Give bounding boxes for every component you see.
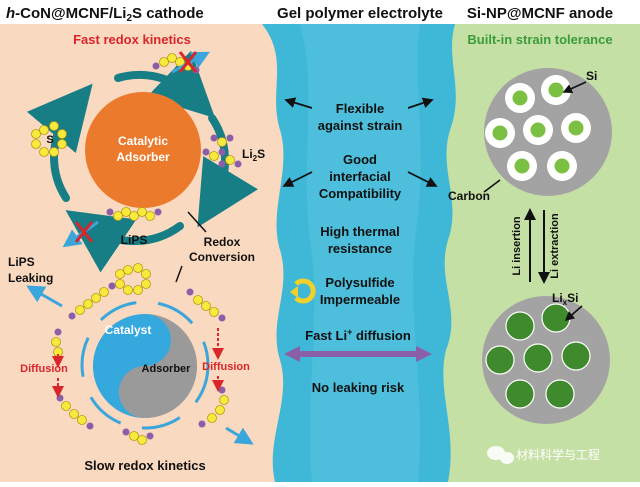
electrolyte-header: Gel polymer electrolyte [277, 5, 443, 22]
electrolyte-highlight [300, 24, 421, 482]
chain-upper-left [68, 282, 116, 320]
lixsi-pointer [564, 305, 583, 322]
li-extraction-label: Li extraction [549, 213, 561, 279]
good-line3: Compatibility [319, 186, 402, 201]
diffusion-left-label: Diffusion [20, 363, 68, 375]
li2s-label: Li2S [242, 147, 265, 163]
polysulfide-block-icon [294, 278, 316, 304]
polysulfide-block-arrowhead [290, 286, 298, 298]
diffusion-right-label: Diffusion [202, 361, 250, 373]
si-pointer [562, 81, 587, 94]
lips-label: LiPS [121, 233, 148, 247]
flexible-line1: Flexible [336, 101, 384, 116]
leak-arrow-bottom [225, 426, 254, 445]
redox-label: Redox [204, 235, 241, 249]
adsorber-label: Adsorber [116, 150, 170, 164]
chain-left [51, 328, 63, 357]
chain-bottom [122, 428, 154, 445]
good-line2: interfacial [329, 169, 390, 184]
thermal-line2: resistance [328, 241, 392, 256]
blocked-leak-top [171, 51, 210, 74]
poly-line2: Impermeable [320, 292, 400, 307]
sulfur-ring-s8 [31, 121, 67, 157]
lips-leaking-label-1: LiPS [8, 255, 35, 269]
watermark-icon [487, 446, 514, 464]
lithiated-cross-section [482, 296, 610, 424]
redox-pointer-2 [175, 265, 183, 283]
catalytic-adsorber [85, 92, 201, 208]
blocked-leak-bottom [62, 220, 99, 248]
li-diffusion-double-arrow [284, 346, 432, 362]
good-line1: Good [343, 152, 377, 167]
li-insertion-label: Li insertion [511, 216, 523, 276]
conversion-label: Conversion [189, 250, 255, 264]
leak-arrow [26, 285, 63, 308]
flexible-arrow-left [284, 97, 313, 109]
flexible-line2: against strain [318, 118, 403, 133]
blue-cycle [80, 300, 210, 430]
flexible-arrow-right [407, 97, 434, 109]
strain-subtitle: Built-in strain tolerance [467, 32, 612, 47]
cathode-header: h-CoN@MCNF/Li2S cathode [6, 5, 204, 24]
slow-redox-subtitle: Slow redox kinetics [84, 458, 205, 473]
s-label: S [46, 134, 53, 146]
anode-header: Si-NP@MCNF anode [467, 5, 613, 22]
catalytic-label: Catalytic [118, 134, 168, 148]
thermal-line1: High thermal [320, 224, 399, 239]
compat-arrow-left [282, 171, 313, 187]
fast-li-label: Fast Li+ diffusion [305, 327, 411, 343]
carbon-pointer [483, 179, 501, 193]
fast-redox-subtitle: Fast redox kinetics [73, 32, 191, 47]
si-np-mcnf-cross-section [484, 68, 612, 196]
redox-pointer [187, 211, 207, 233]
catalyst-disc [93, 314, 197, 418]
lixsi-label: LixSi [552, 291, 578, 307]
chain-upper-right [186, 288, 226, 322]
sulfur-ring-bottom [115, 263, 151, 295]
catalyst-label: Catalyst [105, 323, 152, 337]
no-leak-label: No leaking risk [312, 380, 405, 395]
teal-cycle-arrows [26, 50, 258, 273]
si-label: Si [586, 69, 597, 83]
li2s-cluster [202, 134, 242, 168]
poly-line1: Polysulfide [325, 275, 394, 290]
compat-arrow-right [407, 171, 438, 187]
lips-chain [106, 207, 162, 221]
carbon-label: Carbon [448, 189, 490, 203]
lips-leaking-label-2: Leaking [8, 271, 53, 285]
watermark-text: 材料科学与工程 [516, 447, 600, 462]
adsorber-small-label: Adsorber [142, 363, 192, 375]
